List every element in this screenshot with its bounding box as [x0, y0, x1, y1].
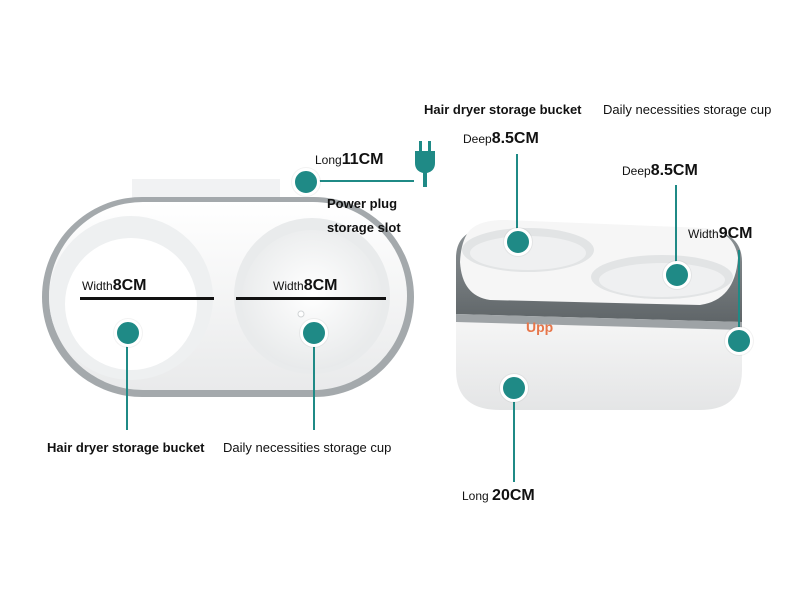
power-plug-label: Power plug storage slot — [327, 196, 401, 235]
long-bottom-label: Long 20CM — [462, 487, 535, 504]
hair-dryer-bottom-label: Hair dryer storage bucket — [47, 440, 205, 455]
deep-left-label: Deep8.5CM — [463, 130, 539, 147]
hair-dryer-marker — [114, 319, 142, 347]
daily-cup-top-label: Daily necessities storage cup — [603, 102, 772, 117]
daily-cup-leader — [313, 336, 315, 430]
hair-dryer-leader — [126, 336, 128, 430]
deep-left-marker — [504, 228, 532, 256]
long-top-marker — [292, 168, 320, 196]
brand-logo: Upp — [526, 319, 554, 335]
width-side-leader — [738, 250, 740, 332]
width-side-marker — [725, 327, 753, 355]
long-top-leader — [308, 180, 414, 182]
daily-cup-bottom-label: Daily necessities storage cup — [223, 440, 392, 455]
width-side-label: Width9CM — [688, 225, 753, 242]
daily-cup-marker — [300, 319, 328, 347]
width-right-label: Width8CM — [273, 277, 338, 294]
long-bottom-leader — [513, 396, 515, 482]
plug-icon — [414, 141, 436, 187]
long-bottom-marker — [500, 374, 528, 402]
deep-left-leader — [516, 154, 518, 236]
hair-dryer-top-label: Hair dryer storage bucket — [424, 102, 582, 117]
deep-right-marker — [663, 261, 691, 289]
long-top-label: Long11CM — [315, 151, 384, 168]
width-left-label: Width8CM — [82, 277, 147, 294]
deep-right-label: Deep8.5CM — [622, 162, 698, 179]
width-left-line — [80, 297, 214, 300]
deep-right-leader — [675, 185, 677, 265]
width-right-line — [236, 297, 386, 300]
